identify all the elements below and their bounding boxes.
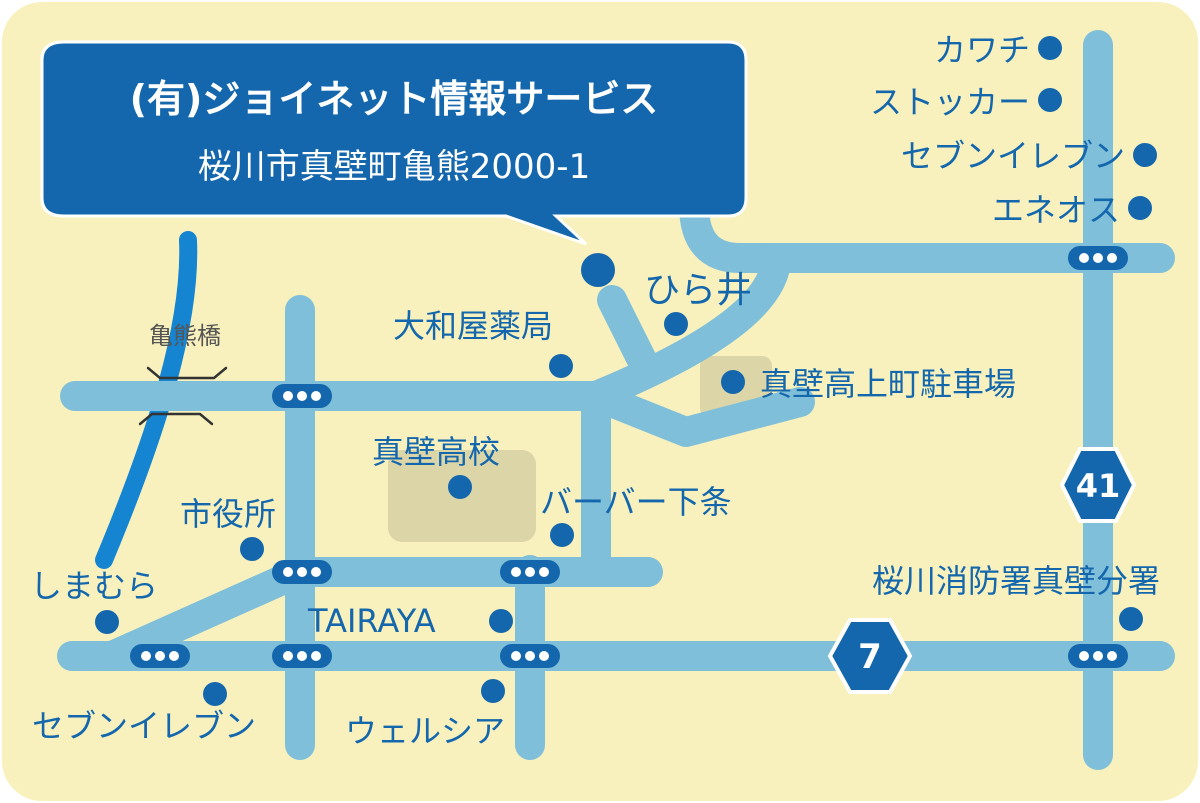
label-hirai: ひら井: [644, 270, 752, 311]
label-kawachi: カワチ: [934, 31, 1030, 69]
road-diagonal-shimamura: [97, 557, 315, 671]
poi-marker: [448, 475, 472, 499]
bridge-icon: [138, 366, 228, 426]
road-spur-north: [597, 285, 657, 375]
company-address: 桜川市真壁町亀熊2000-1: [198, 147, 590, 187]
traffic-signal-icon: [1068, 246, 1128, 270]
traffic-signal-icon: [272, 644, 332, 668]
label-cityhall: 市役所: [180, 495, 276, 533]
poi-marker: [203, 682, 227, 706]
label-tairaya: TAIRAYA: [307, 602, 436, 640]
poi-marker: [489, 609, 513, 633]
poi-marker: [240, 537, 264, 561]
road-network: [57, 30, 1175, 770]
poi-markers: [95, 36, 1157, 706]
map-labels: 亀熊橋 ひら井 大和屋薬局 真壁高上町駐車場 真壁高校 バーバー下条 市役所 し…: [30, 31, 1160, 750]
company-callout: (有)ジョイネット情報サービス 桜川市真壁町亀熊2000-1: [40, 40, 748, 246]
label-eneos: エネオス: [992, 191, 1120, 229]
poi-marker: [664, 312, 688, 336]
label-stocker: ストッカー: [870, 83, 1030, 121]
label-shimamura: しまむら: [30, 567, 158, 605]
road-diagonal-south: [581, 381, 815, 447]
label-firestation: 桜川消防署真壁分署: [872, 562, 1160, 600]
route-7-shield: 7: [827, 618, 913, 694]
company-name: (有)ジョイネット情報サービス: [130, 77, 659, 121]
road-diagonal-north: [581, 243, 791, 411]
label-seven-ne: セブンイレブン: [901, 137, 1125, 175]
label-parking: 真壁高上町駐車場: [760, 365, 1016, 403]
poi-marker: [481, 679, 505, 703]
poi-marker: [1128, 196, 1152, 220]
company-location-marker: [581, 253, 615, 287]
label-seven-sw: セブンイレブン: [32, 707, 256, 745]
label-school: 真壁高校: [372, 433, 500, 471]
traffic-signal-icon: [130, 644, 190, 668]
route-41-label: 41: [1076, 467, 1121, 505]
route-41-shield: 41: [1059, 447, 1137, 523]
label-yamatoya: 大和屋薬局: [393, 307, 553, 345]
poi-marker: [95, 610, 119, 634]
traffic-signal-icon: [500, 560, 560, 584]
label-barber: バーバー下条: [540, 483, 732, 521]
route-7-label: 7: [858, 637, 882, 677]
traffic-signal-icon: [1068, 644, 1128, 668]
poi-marker: [721, 370, 745, 394]
label-welcia: ウェルシア: [345, 712, 505, 750]
traffic-signal-icon: [500, 644, 560, 668]
poi-marker: [550, 523, 574, 547]
traffic-signals: [130, 246, 1128, 668]
poi-marker: [1038, 36, 1062, 60]
poi-marker: [549, 354, 573, 378]
traffic-signal-icon: [272, 560, 332, 584]
poi-marker: [1133, 143, 1157, 167]
poi-marker: [1119, 607, 1143, 631]
label-bridge: 亀熊橋: [149, 322, 221, 350]
poi-marker: [1038, 88, 1062, 112]
traffic-signal-icon: [272, 384, 332, 408]
